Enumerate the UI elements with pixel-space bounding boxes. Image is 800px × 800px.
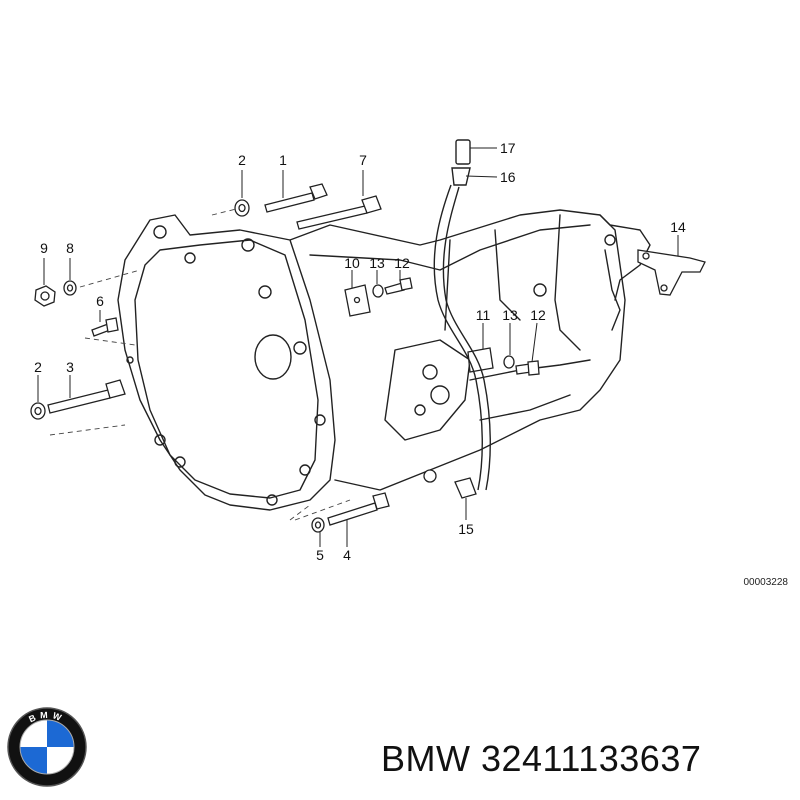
callout-9: 9 <box>40 240 48 256</box>
bolt-6 <box>91 317 119 337</box>
callout-15: 15 <box>458 521 474 537</box>
fasteners <box>30 183 706 533</box>
bolt-4 <box>327 492 390 526</box>
callout-7: 7 <box>359 152 367 168</box>
callout-2-top: 2 <box>238 152 246 168</box>
bmw-logo: BMW <box>7 707 87 787</box>
bolt-1 <box>264 183 328 213</box>
drawing-number: 00003228 <box>744 577 789 588</box>
callout-12-lower: 12 <box>530 307 546 323</box>
washer-13-top <box>372 284 384 298</box>
callout-13-top: 13 <box>369 255 385 271</box>
callout-12-top: 12 <box>394 255 410 271</box>
callout-3: 3 <box>66 359 74 375</box>
bracket-14 <box>637 249 706 296</box>
callout-13-lower: 13 <box>502 307 518 323</box>
callout-8: 8 <box>66 240 74 256</box>
callout-6: 6 <box>96 293 104 309</box>
leader-lines <box>49 207 351 521</box>
dipstick-tube <box>433 139 491 491</box>
logo-quadrant-blue <box>20 747 47 774</box>
dipstick-cap-17 <box>455 139 471 165</box>
callout-16: 16 <box>500 169 516 185</box>
fitting-15 <box>454 477 477 499</box>
callout-1: 1 <box>279 152 287 168</box>
logo-quadrant-blue <box>47 720 74 747</box>
callout-labels: 2 1 7 17 16 9 8 10 13 12 14 6 11 13 12 2… <box>34 140 686 563</box>
callout-11: 11 <box>476 307 491 323</box>
callout-10: 10 <box>344 255 360 271</box>
callout-14: 14 <box>670 219 686 235</box>
bolt-7 <box>296 195 382 230</box>
part-number-caption: BMW 32411133637 <box>381 738 702 779</box>
washer-13-lower <box>503 355 515 369</box>
callout-4: 4 <box>343 547 351 563</box>
tube-end-16 <box>451 167 471 186</box>
callout-leaders <box>37 147 679 547</box>
callout-5: 5 <box>316 547 324 563</box>
callout-17: 17 <box>500 140 516 156</box>
callout-2-left: 2 <box>34 359 42 375</box>
bolt-3 <box>47 379 126 414</box>
